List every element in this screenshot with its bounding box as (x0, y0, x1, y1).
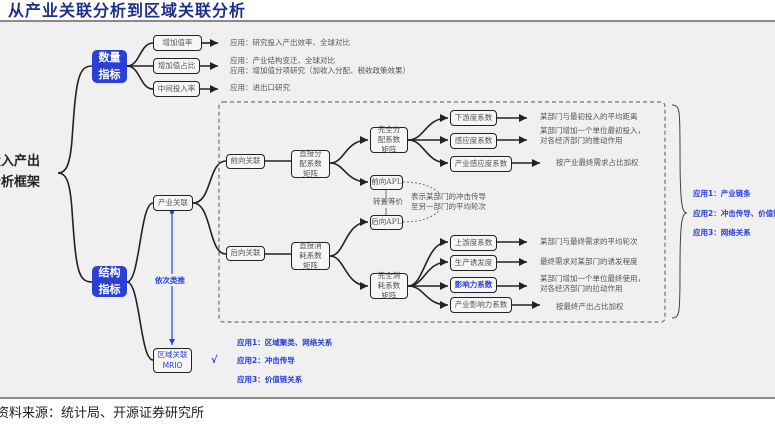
app-text: 应用：进出口研究 (230, 83, 290, 92)
node-forward-apl: 前向APL (370, 175, 403, 190)
desc-text: 某部门与最终需求的平均轮次 (540, 237, 638, 246)
node-upstreamness: 上游度系数 (450, 235, 497, 251)
node-industry-linkage: 产业关联 (153, 195, 193, 211)
desc-text: 最终需求对某部门的诱发程度 (540, 257, 638, 266)
app-text: 应用：产业结构变迁、全球对比 (230, 56, 335, 65)
node-influence-coefficient: 影响力系数 (450, 277, 497, 293)
check-icon: √ (211, 355, 218, 366)
divider (0, 397, 775, 399)
industry-app: 应用3：网络关系 (693, 228, 751, 237)
desc-text: 按产业最终需求占比加权 (556, 158, 639, 167)
arrow-label: 依次类推 (155, 276, 185, 285)
quantity-label: 数量指标 (98, 51, 121, 81)
desc-text: 某部门增加一个单位最初投入， (540, 126, 645, 135)
desc-text: 按最终产出占比加权 (556, 302, 624, 311)
node-sensitivity: 感应度系数 (450, 133, 497, 149)
node-production-inducement: 生产诱发度 (450, 255, 497, 271)
node-value-added-rate: 增加值率 (153, 35, 202, 51)
transpose-equiv-label: 转置等价 (373, 197, 403, 206)
node-backward-apl: 后向APL (370, 215, 403, 230)
source-note: 资料来源：统计局、开源证券研究所 (0, 406, 205, 421)
node-backward-linkage: 后向关联 (226, 246, 265, 261)
node-intermediate-input-rate: 中间投入率 (153, 81, 200, 97)
root-label-line2: 分析框架 (0, 174, 41, 190)
node-industry-influence: 产业影响力系数 (450, 297, 512, 313)
node-total-consumption-matrix: 完全消耗系数矩阵 (370, 271, 408, 300)
structure-indicator-node: 结构指标 (92, 266, 127, 297)
app-text: 应用：研究投入产出效率、全球对比 (230, 38, 350, 47)
node-total-allocation-matrix: 完全分配系数矩阵 (370, 125, 408, 154)
page-title: 从产业关联分析到区域关联分析 (8, 1, 247, 20)
root-label-line1: 投入产出 (0, 154, 41, 169)
structure-label: 结构指标 (98, 266, 121, 296)
region-app: 应用3：价值链关系 (237, 375, 303, 384)
desc-text: 某部门与最初投入的平均距离 (540, 112, 638, 121)
region-app: 应用1：区域聚类、网络关系 (237, 338, 333, 347)
apl-desc: 至另一部门的平均轮次 (411, 202, 486, 211)
node-downstreamness: 下游度系数 (450, 110, 497, 126)
industry-app: 应用1：产业链条 (693, 189, 751, 198)
node-industry-sensitivity: 产业感应度系数 (450, 156, 512, 172)
node-value-added-share: 增加值占比 (153, 58, 200, 74)
root-label: 投入产出分析框架 (0, 152, 40, 194)
region-line1: 区域关联 (157, 350, 188, 360)
node-direct-consumption-matrix: 直接消耗系数矩阵 (291, 241, 330, 270)
node-forward-linkage: 前向关联 (226, 154, 265, 169)
region-app: 应用2：冲击传导 (237, 356, 295, 365)
desc-text: 对各经济部门的拉动作用 (540, 284, 623, 293)
divider (0, 20, 775, 22)
region-line2: MRIO (162, 360, 183, 370)
desc-text: 某部门增加一个单位最终使用， (540, 274, 645, 283)
diagram-canvas (0, 22, 775, 397)
apl-desc: 表示某部门的冲击传导 (411, 192, 486, 201)
app-text: 应用：增加值分项研究（加收入分配、税收政策效果） (230, 66, 410, 75)
industry-app: 应用2：冲击传导、价值链 (693, 209, 775, 218)
node-direct-allocation-matrix: 直接分配系数矩阵 (291, 149, 330, 178)
desc-text: 对各经济部门的推动作用 (540, 136, 623, 145)
quantity-indicator-node: 数量指标 (92, 50, 127, 83)
